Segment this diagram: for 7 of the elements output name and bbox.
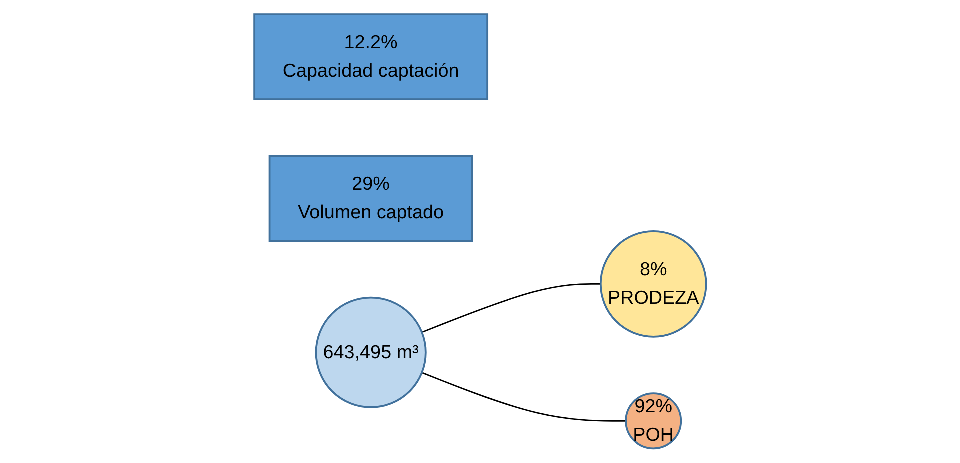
connector: [421, 372, 626, 422]
node-circle: 92% POH: [624, 392, 682, 450]
node-circle: 8% PRODEZA: [599, 230, 707, 338]
node-box: 29% Volumen captado: [268, 154, 473, 242]
node-box: 12.2% Capacidad captación: [253, 13, 488, 100]
connector: [421, 282, 600, 333]
node-circle: 643,495 m³: [314, 296, 426, 408]
